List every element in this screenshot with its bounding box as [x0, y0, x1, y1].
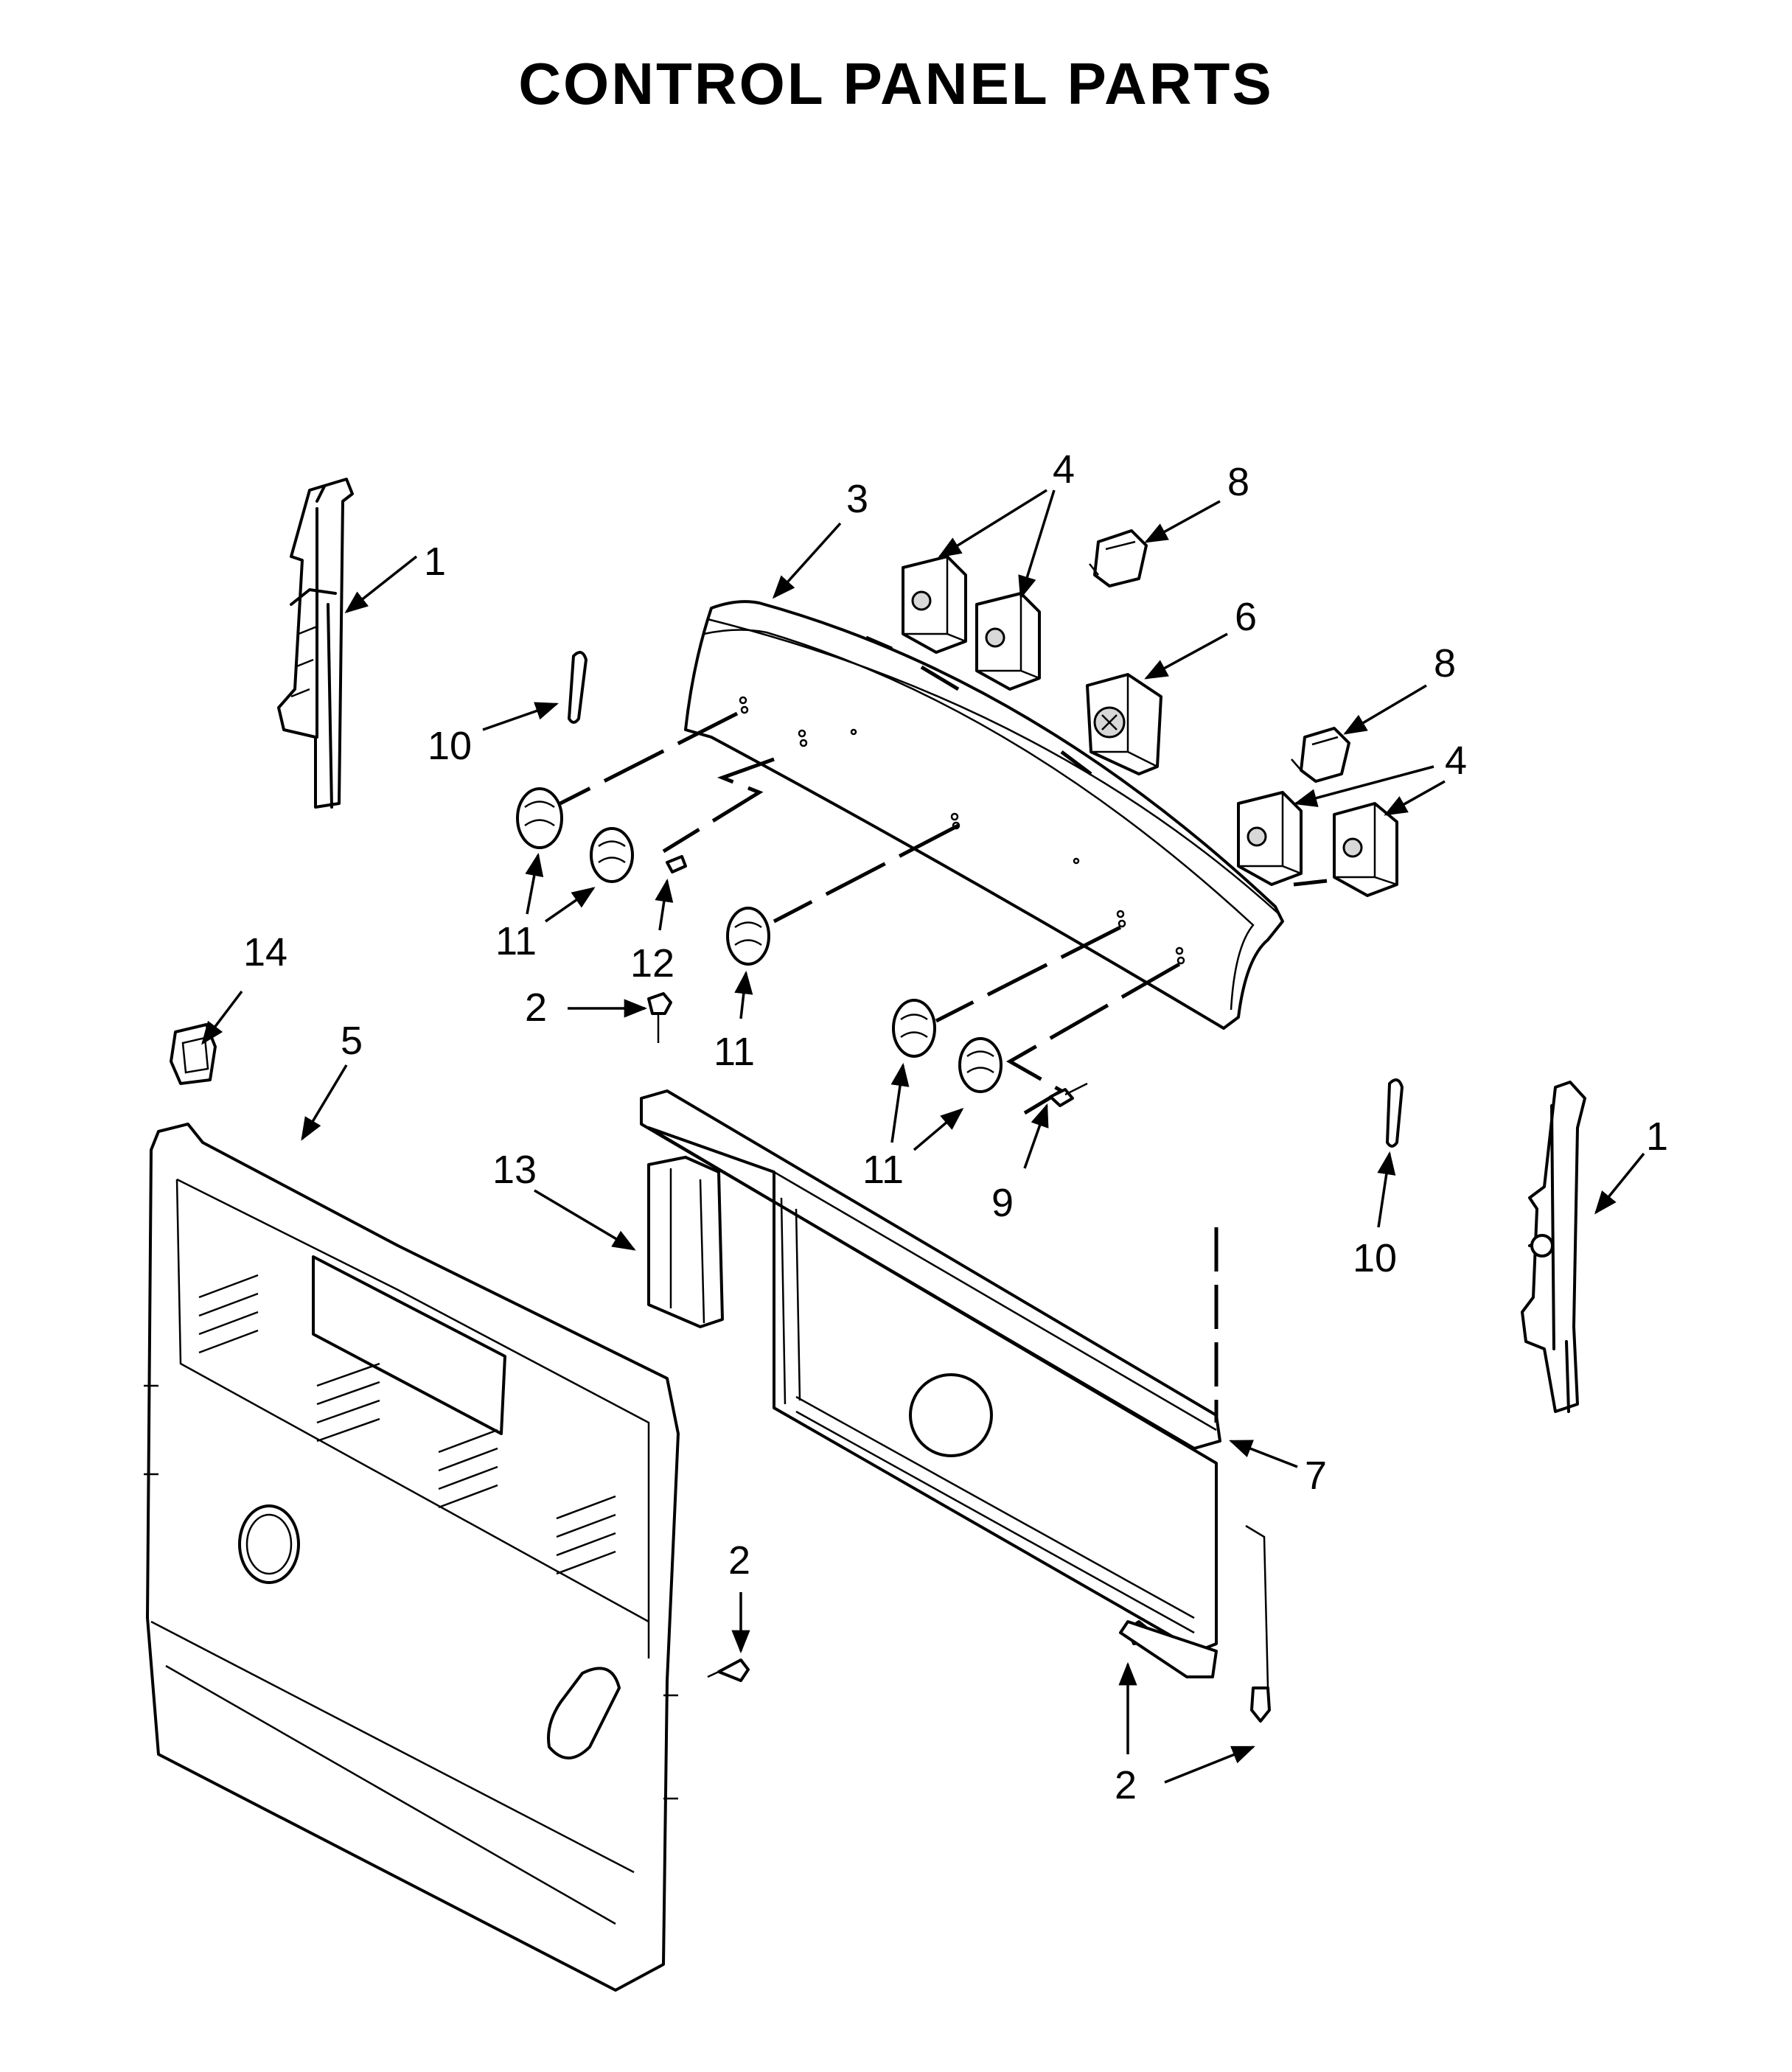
callout-2-top: 2 — [525, 986, 547, 1030]
knob-2[interactable] — [590, 827, 634, 883]
infinite-switch-3[interactable] — [1237, 791, 1303, 886]
oven-selector-switch[interactable] — [1086, 673, 1162, 775]
control-panel-console[interactable] — [684, 600, 1284, 1030]
callout-13: 13 — [492, 1148, 537, 1192]
callout-3: 3 — [846, 477, 868, 521]
screw-2-left[interactable] — [707, 1658, 750, 1682]
page-title: CONTROL PANEL PARTS — [518, 51, 1274, 116]
side-bracket-left[interactable] — [277, 478, 354, 809]
screw-12[interactable] — [666, 855, 687, 873]
screw-2-top[interactable] — [647, 992, 672, 1043]
callout-1-right: 1 — [1646, 1115, 1668, 1159]
callout-2-left: 2 — [728, 1538, 750, 1583]
callout-labels: 1 1 2 2 2 3 4 4 5 6 7 8 8 9 10 10 11 11 … — [243, 447, 1668, 1807]
callout-4-right: 4 — [1445, 739, 1467, 783]
callout-8-right: 8 — [1434, 641, 1456, 686]
callout-11-c: 11 — [862, 1148, 904, 1192]
callout-11-b: 11 — [714, 1030, 755, 1074]
callout-5: 5 — [341, 1019, 363, 1063]
wire-tie-1[interactable] — [568, 651, 588, 724]
callout-2-bottom: 2 — [1115, 1763, 1137, 1807]
wire-tie-2[interactable] — [1386, 1078, 1404, 1148]
rear-panel[interactable] — [144, 1123, 680, 1992]
callout-4-top: 4 — [1053, 447, 1075, 492]
callout-9: 9 — [991, 1181, 1014, 1225]
callout-10-right: 10 — [1353, 1236, 1397, 1280]
side-bracket-right[interactable] — [1521, 1081, 1586, 1413]
manifold-panel[interactable] — [640, 1089, 1269, 1689]
callout-6: 6 — [1235, 595, 1257, 639]
screw-2-right[interactable] — [1250, 1686, 1271, 1723]
leader-arrows — [201, 489, 1645, 1784]
knob-3[interactable] — [726, 907, 770, 966]
screw-9[interactable] — [1049, 1082, 1088, 1107]
indicator-light-1[interactable] — [1089, 529, 1148, 587]
callout-14: 14 — [243, 930, 287, 974]
manifold-bracket[interactable] — [647, 1156, 724, 1328]
callout-8-top: 8 — [1227, 460, 1249, 504]
knob-5[interactable] — [958, 1037, 1003, 1093]
knob-4[interactable] — [892, 999, 936, 1058]
callout-10-left: 10 — [428, 724, 472, 768]
knob-1[interactable] — [516, 787, 563, 849]
infinite-switch-2[interactable] — [975, 592, 1041, 691]
callout-11-a: 11 — [495, 919, 537, 963]
infinite-switch-4[interactable] — [1333, 802, 1398, 897]
indicator-light-2[interactable] — [1291, 727, 1350, 783]
callout-7: 7 — [1305, 1454, 1327, 1498]
infinite-switch-1[interactable] — [902, 555, 967, 654]
callout-12: 12 — [630, 941, 674, 986]
callout-1-left: 1 — [424, 540, 446, 584]
